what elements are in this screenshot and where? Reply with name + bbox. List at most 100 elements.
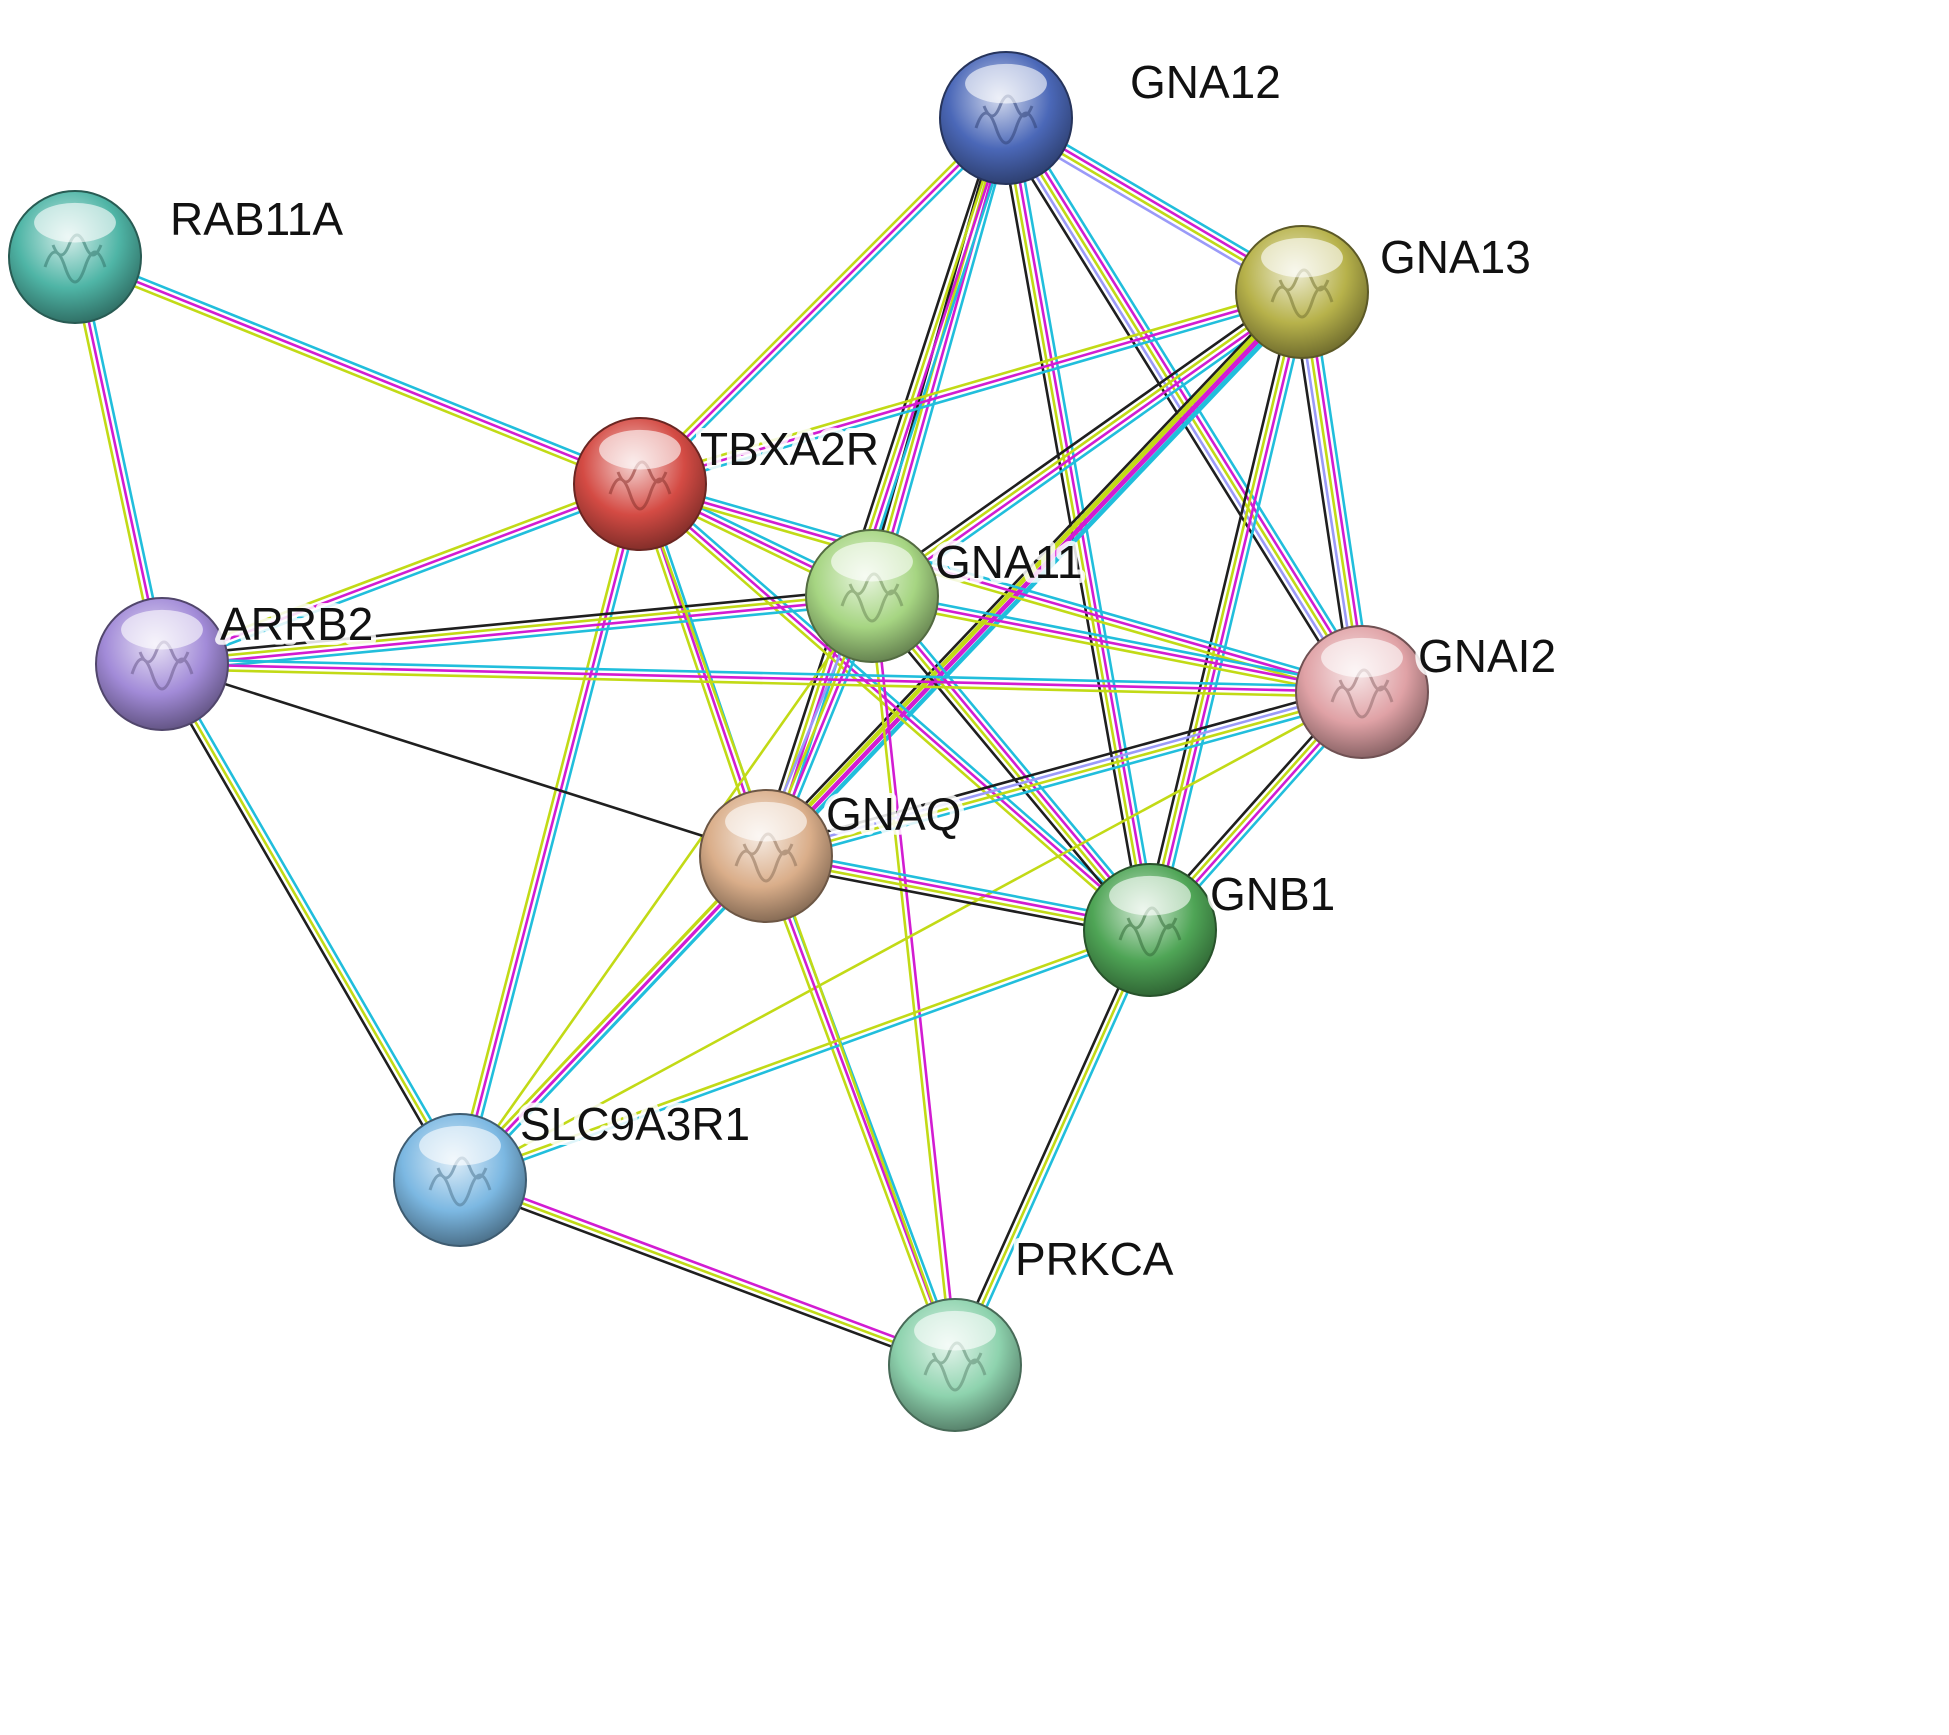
node-gna13[interactable] [1235,225,1369,359]
edge-line-coexpression [866,284,1299,592]
edge-line-textmining [458,1178,957,1367]
edge-line-textmining [765,693,1364,860]
edge-line-textmining [71,260,640,490]
edge-line-database [463,483,647,1183]
node-label-gnai2: GNAI2 [1418,630,1556,682]
edge-line-coexpression [996,121,1355,699]
node-label-halo: ARRB2 [220,598,373,650]
edge-line-database [160,657,1364,689]
edge-line-textmining [762,115,1005,857]
edge-line-experiment [872,292,1305,600]
edge-layer [68,110,1374,1371]
node-label-halo: GNA11 [935,536,1082,588]
edge-line-textmining [869,599,1363,699]
node-label-gnb1: GNB1 [1210,868,1335,920]
sphere-highlight [725,801,807,842]
node-label-rab11a: RAB11A [170,193,343,245]
edge-line-experiment [638,290,1304,486]
node-label-halo: PRKCA [1015,1233,1174,1285]
node-rab11a[interactable] [8,190,142,324]
edge-gna13-tbxa2r [637,285,1305,491]
edge-line-database [876,589,1158,927]
edge-line-experiment [458,854,768,1182]
edge-line-experiment [873,594,959,1367]
edge-line-experiment [766,292,1306,860]
edge-line-textmining [953,928,1152,1367]
edge-line-experiment [160,597,874,668]
edge-rab11a-tbxa2r [71,251,644,490]
edge-tbxa2r-arrb2 [158,478,644,670]
edge-rab11a-arrb2 [68,254,169,667]
edge-arrb2-gnaq [160,662,768,858]
edge-gna13-gna11 [866,284,1308,604]
edge-line-coexpression [762,683,1362,851]
edge-gnai2-slc9a3r1 [458,690,1364,1182]
edge-gna13-gnai2 [1290,289,1374,695]
edge-slc9a3r1-prkca [456,1174,959,1371]
node-gnai2[interactable] [1295,625,1429,759]
edge-gnb1-prkca [949,926,1156,1369]
node-arrb2[interactable] [95,597,229,731]
edge-gnaq-slc9a3r1 [455,851,771,1185]
node-gnaq[interactable] [699,789,833,923]
edge-gna13-gnaq [759,285,1309,863]
node-label-gna11: GNA11 [935,536,1082,588]
edge-line-experiment [458,482,642,1182]
node-label-gna13: GNA13 [1380,231,1531,283]
edge-line-database [877,118,1015,600]
edge-gna12-tbxa2r [635,113,1011,489]
edge-tbxa2r-prkca [638,482,957,1367]
sphere-highlight [914,1310,996,1351]
node-label-halo: TBXA2R [700,423,879,475]
edge-line-experiment [1151,291,1306,932]
edge-line-database [875,296,1308,604]
edge-line-experiment [73,255,164,666]
edge-line-database [640,477,1365,689]
node-prkca[interactable] [888,1298,1022,1432]
node-label-halo: RAB11A [170,193,343,245]
sphere-highlight [599,429,681,470]
edge-line-textmining [1146,290,1301,931]
edge-line-textmining [458,594,874,1182]
edge-line-coexpression [159,587,873,658]
edge-line-coexpression [759,285,1298,853]
edge-line-textmining [158,478,640,661]
edge-line-textmining [635,113,1004,482]
edge-line-database [161,602,875,673]
node-slc9a3r1[interactable] [393,1113,527,1247]
edge-line-database [462,858,771,1185]
edge-line-coexpression [156,665,457,1184]
edge-line-experiment [160,662,1364,694]
edge-line-database [958,930,1156,1369]
edge-line-experiment [872,593,1154,930]
edge-line-coexpression [864,599,1146,937]
edge-line-textmining [760,856,952,1369]
node-label-halo: GNA12 [1130,56,1281,108]
edge-line-coexpression [456,1183,955,1371]
edge-gnb1-slc9a3r1 [457,926,1153,1184]
node-gna12[interactable] [939,51,1073,185]
node-label-prkca: PRKCA [1015,1233,1174,1285]
edge-line-experiment [638,482,1364,694]
node-label-halo: GNAQ [826,788,961,840]
node-gnb1[interactable] [1083,863,1217,997]
edge-line-database [165,660,466,1179]
node-label-gnaq: GNAQ [826,788,961,840]
edge-line-database [78,254,169,665]
edge-line-database [642,120,1011,489]
edge-gna11-arrb2 [159,587,875,673]
sphere-highlight [1109,875,1191,916]
node-tbxa2r[interactable] [573,417,707,551]
edge-gnai2-gnaq [762,683,1366,865]
edge-line-experiment [73,255,642,486]
sphere-highlight [419,1125,501,1166]
edge-line-experiment [1305,289,1369,693]
sphere-highlight [1261,237,1343,278]
node-label-halo: GNAI2 [1418,630,1556,682]
edge-line-textmining [1300,290,1364,694]
edge-gna11-slc9a3r1 [458,594,874,1182]
edge-arrb2-slc9a3r1 [156,660,466,1184]
node-gna11[interactable] [805,529,939,663]
node-label-halo: GNA13 [1380,231,1531,283]
